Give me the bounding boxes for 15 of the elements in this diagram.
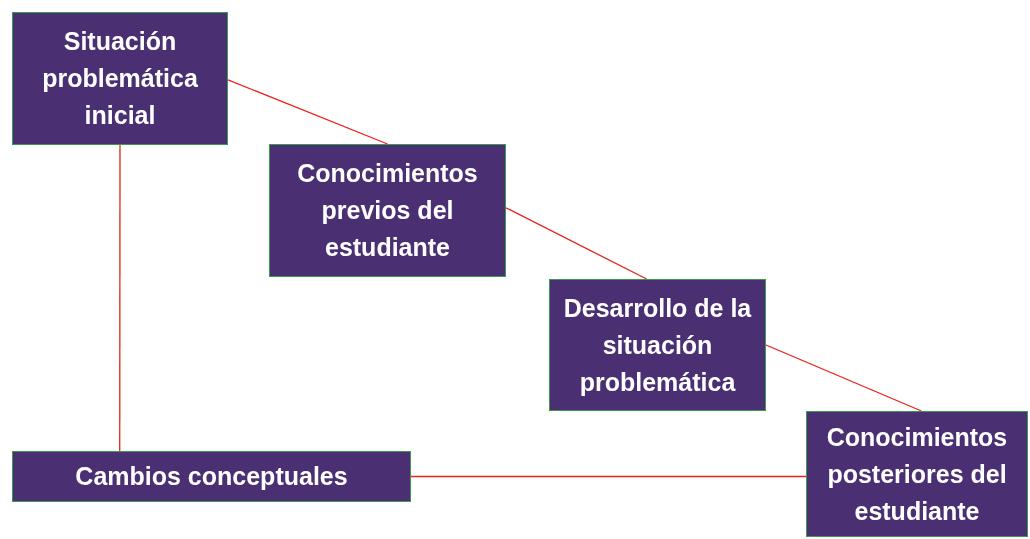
box-label: Conocimientos previos del estudiante (296, 158, 479, 263)
connector-line (505, 207, 648, 280)
process-box (269, 144, 506, 277)
connector-line (410, 475, 807, 478)
process-box (806, 411, 1028, 537)
box-label: Desarrollo de la situación problemática (562, 292, 753, 398)
box-label: Cambios conceptuales (75, 461, 348, 492)
connector-line (765, 344, 923, 412)
process-box (12, 451, 411, 502)
connector-line (119, 144, 121, 452)
box-label: Conocimientos posteriores del estudiante (825, 421, 1009, 527)
box-label: Situación problemática inicial (41, 26, 199, 131)
process-box (549, 279, 766, 411)
process-box (12, 12, 228, 145)
connector-line (227, 79, 389, 145)
